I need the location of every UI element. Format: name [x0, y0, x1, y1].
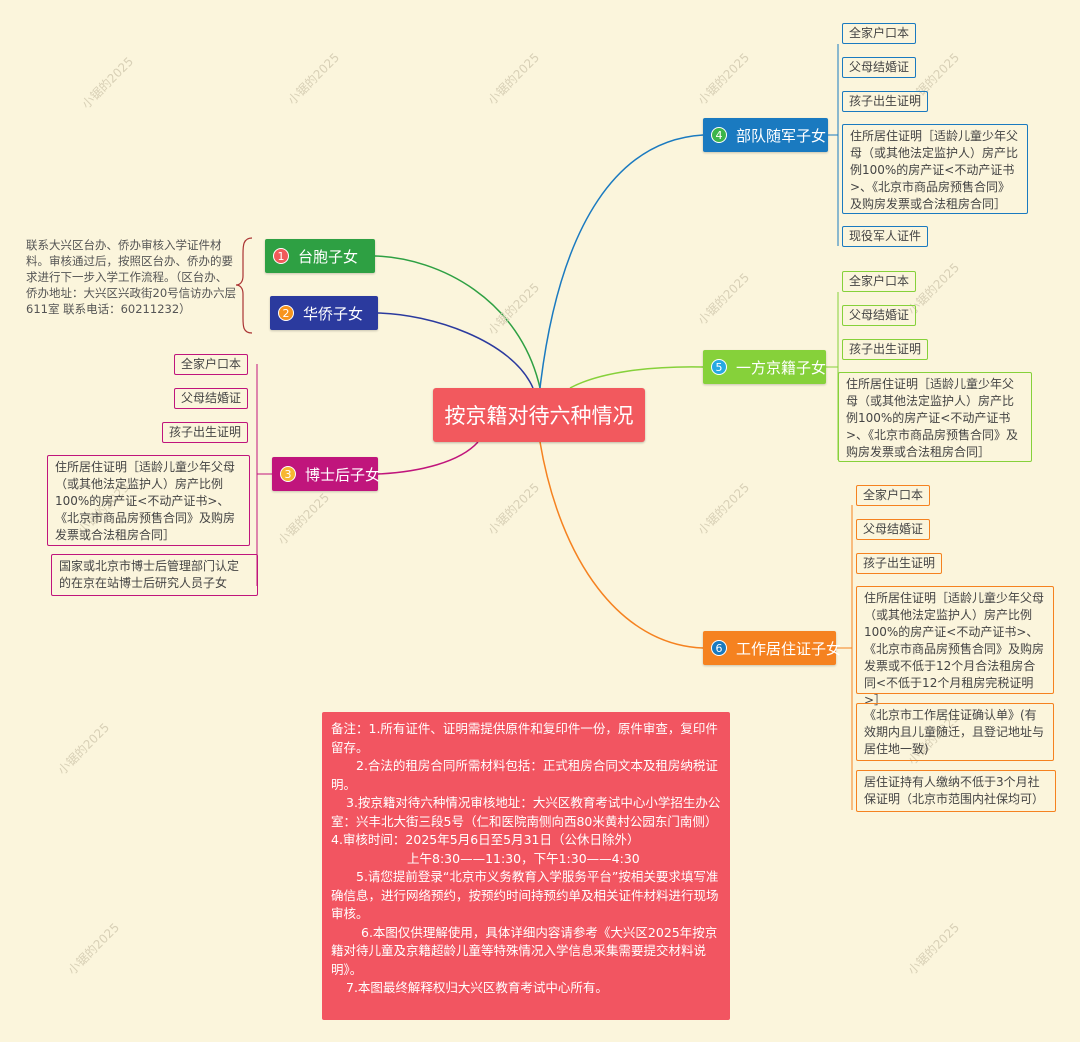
note-line: 上午8:30——11:30，下午1:30——4:30	[407, 850, 640, 866]
branch-taiwan[interactable]: 1 台胞子女	[265, 239, 375, 273]
leaf-marriage-certificate[interactable]: 父母结婚证	[842, 57, 917, 78]
link-workpermit	[539, 441, 704, 649]
branch-label: 一方京籍子女	[736, 358, 827, 377]
branch-label: 部队随军子女	[736, 126, 827, 145]
leaf-residence-proof[interactable]: 住所居住证明［适龄儿童少年父母（或其他法定监护人）房产比例100%的房产证<不动…	[47, 455, 250, 546]
note-line: 备注：1.所有证件、证明需提供原件和复印件一份，原件审查，复印件留存。	[331, 721, 718, 755]
taiwan-overseas-note: 联系大兴区台办、侨办审核入学证件材料。审核通过后，按照区台办、侨办的要求进行下一…	[26, 238, 237, 316]
branch-beijing[interactable]: 5 一方京籍子女	[703, 350, 826, 384]
leaf-birth-certificate[interactable]: 孩子出生证明	[162, 422, 249, 443]
leaf-birth-certificate[interactable]: 孩子出生证明	[842, 91, 929, 112]
note-line: 6.本图仅供理解使用，具体详细内容请参考《大兴区2025年按京籍对待儿童及京籍超…	[331, 924, 718, 977]
leaf-marriage-certificate[interactable]: 父母结婚证	[174, 388, 249, 409]
link-beijing	[569, 366, 704, 389]
branch-label: 博士后子女	[305, 465, 381, 484]
number-badge-5: 5	[711, 359, 727, 375]
note-line: 4.审核时间：2025年5月6日至5月31日（公休日除外）	[331, 832, 640, 847]
leaf-household-register[interactable]: 全家户口本	[174, 354, 249, 375]
leaf-residence-proof[interactable]: 住所居住证明［适龄儿童少年父母（或其他法定监护人）房产比例100%的房产证<不动…	[838, 372, 1032, 462]
postdoc-trunk	[256, 364, 272, 586]
leaf-work-permit-confirmation[interactable]: 《北京市工作居住证确认单》(有效期内且儿童随迁，且登记地址与居住地一致)	[856, 703, 1054, 761]
leaf-birth-certificate[interactable]: 孩子出生证明	[842, 339, 929, 360]
leaf-residence-proof[interactable]: 住所居住证明［适龄儿童少年父母（或其他法定监护人）房产比例100%的房产证<不动…	[842, 124, 1028, 214]
link-postdoc	[377, 441, 479, 475]
branch-workpermit[interactable]: 6 工作居住证子女	[703, 631, 841, 665]
note-line: 7.本图最终解释权归大兴区教育考试中心所有。	[346, 980, 608, 995]
number-badge-2: 2	[278, 305, 294, 321]
leaf-household-register[interactable]: 全家户口本	[842, 271, 917, 292]
leaf-residence-proof[interactable]: 住所居住证明［适龄儿童少年父母（或其他法定监护人）房产比例100%的房产证<不动…	[856, 586, 1054, 707]
number-badge-3: 3	[280, 466, 296, 482]
branch-overseas[interactable]: 2 华侨子女	[270, 296, 378, 330]
leaf-birth-certificate[interactable]: 孩子出生证明	[856, 553, 943, 574]
branch-postdoc[interactable]: 3 博士后子女	[272, 457, 381, 491]
note-bracket	[235, 237, 253, 334]
notes-box: 备注：1.所有证件、证明需提供原件和复印件一份，原件审查，复印件留存。 2.合法…	[322, 712, 730, 1020]
leaf-marriage-certificate[interactable]: 父母结婚证	[842, 305, 917, 326]
link-overseas	[377, 312, 534, 389]
beijing-trunk	[826, 292, 839, 460]
leaf-military-id[interactable]: 现役军人证件	[842, 226, 929, 247]
note-line: 5.请您提前登录“北京市义务教育入学服务平台”按相关要求填写准确信息，进行网络预…	[331, 869, 719, 921]
leaf-household-register[interactable]: 全家户口本	[856, 485, 931, 506]
number-badge-4: 4	[711, 127, 727, 143]
central-topic[interactable]: 按京籍对待六种情况	[433, 388, 645, 442]
leaf-postdoc-confirmation[interactable]: 国家或北京市博士后管理部门认定的在京在站博士后研究人员子女	[51, 554, 258, 596]
number-badge-1: 1	[273, 248, 289, 264]
leaf-household-register[interactable]: 全家户口本	[842, 23, 917, 44]
branch-label: 华侨子女	[303, 304, 364, 323]
leaf-social-insurance-proof[interactable]: 居住证持有人缴纳不低于3个月社保证明（北京市范围内社保均可）	[856, 770, 1056, 812]
military-trunk	[828, 44, 839, 246]
leaf-marriage-certificate[interactable]: 父母结婚证	[856, 519, 931, 540]
number-badge-6: 6	[711, 640, 727, 656]
branch-military[interactable]: 4 部队随军子女	[703, 118, 828, 152]
note-line: 3.按京籍对待六种情况审核地址：大兴区教育考试中心小学招生办公室：兴丰北大街三段…	[331, 795, 721, 829]
link-military	[539, 134, 704, 389]
note-line: 2.合法的租房合同所需材料包括：正式租房合同文本及租房纳税证明。	[331, 758, 718, 792]
workpermit-trunk	[836, 505, 853, 810]
link-taiwan	[374, 255, 541, 389]
branch-label: 台胞子女	[298, 247, 359, 266]
branch-label: 工作居住证子女	[736, 639, 842, 658]
